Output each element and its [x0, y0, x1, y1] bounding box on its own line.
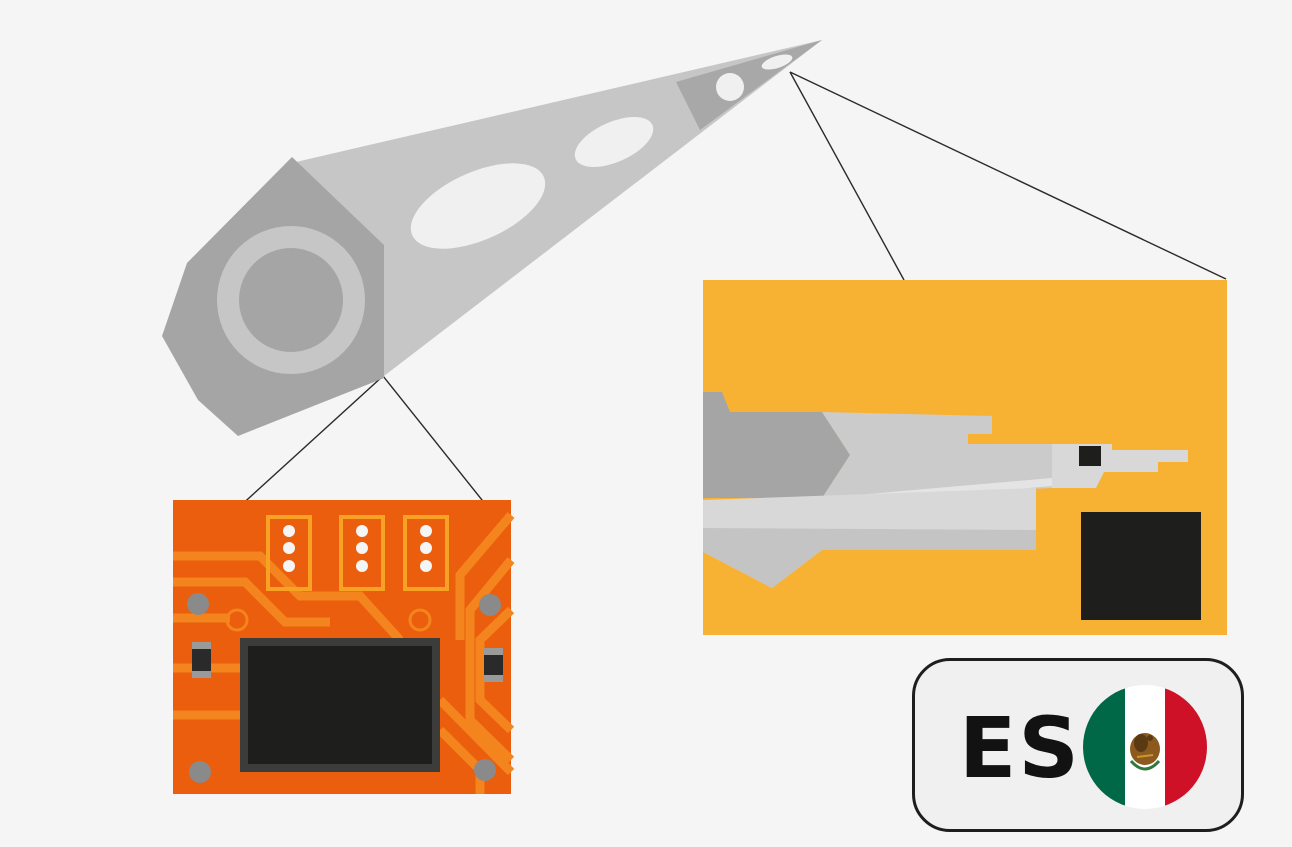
pin-header: [339, 515, 385, 591]
pin: [283, 560, 295, 572]
pin: [283, 525, 295, 537]
main-chip: [248, 646, 432, 764]
detail-arm-end: [703, 392, 850, 498]
leader-line-detail-right: [789, 71, 1227, 280]
pcb-via: [225, 608, 249, 632]
pin: [420, 560, 432, 572]
arm-cutout-large: [410, 163, 546, 249]
mexico-flag-icon: [1083, 685, 1207, 809]
detail-base-plate-shadow: [703, 528, 1036, 588]
leader-lines: [237, 71, 1227, 511]
pin: [283, 542, 295, 554]
detail-slider-head: [1079, 446, 1101, 466]
mounting-screw: [189, 761, 211, 783]
pin: [356, 525, 368, 537]
pin: [420, 525, 432, 537]
mounting-screw: [474, 759, 496, 781]
leader-line-pcb-right: [382, 375, 491, 511]
pin: [420, 542, 432, 554]
actuator-arm: [162, 40, 822, 436]
pin: [356, 542, 368, 554]
circuit-board: [173, 500, 515, 794]
eagle-emblem-icon: [1129, 733, 1161, 771]
pin: [356, 560, 368, 572]
head-detail-panel: [703, 280, 1227, 635]
mounting-screw: [479, 594, 501, 616]
arm-tip-plate: [676, 40, 822, 130]
arm-cutout-tip: [761, 54, 793, 70]
mounting-screw: [187, 593, 209, 615]
leader-line-detail-left: [789, 71, 905, 281]
arm-cutout-medium: [574, 116, 654, 168]
language-badge[interactable]: ES: [912, 658, 1244, 832]
smd-component-right: [484, 648, 503, 682]
pin-header: [403, 515, 449, 591]
pcb-via: [408, 608, 432, 632]
arm-beam: [296, 40, 822, 376]
arm-cutout-small: [716, 73, 744, 101]
pin-header: [266, 515, 312, 591]
smd-component-left: [192, 642, 211, 678]
pivot-bearing-hub: [239, 248, 343, 352]
detail-suspension: [822, 412, 1052, 498]
pcb-connector-pins: [266, 515, 449, 591]
leader-line-pcb-left: [237, 375, 384, 509]
language-code: ES: [959, 699, 1081, 797]
detail-chip: [1081, 512, 1201, 620]
